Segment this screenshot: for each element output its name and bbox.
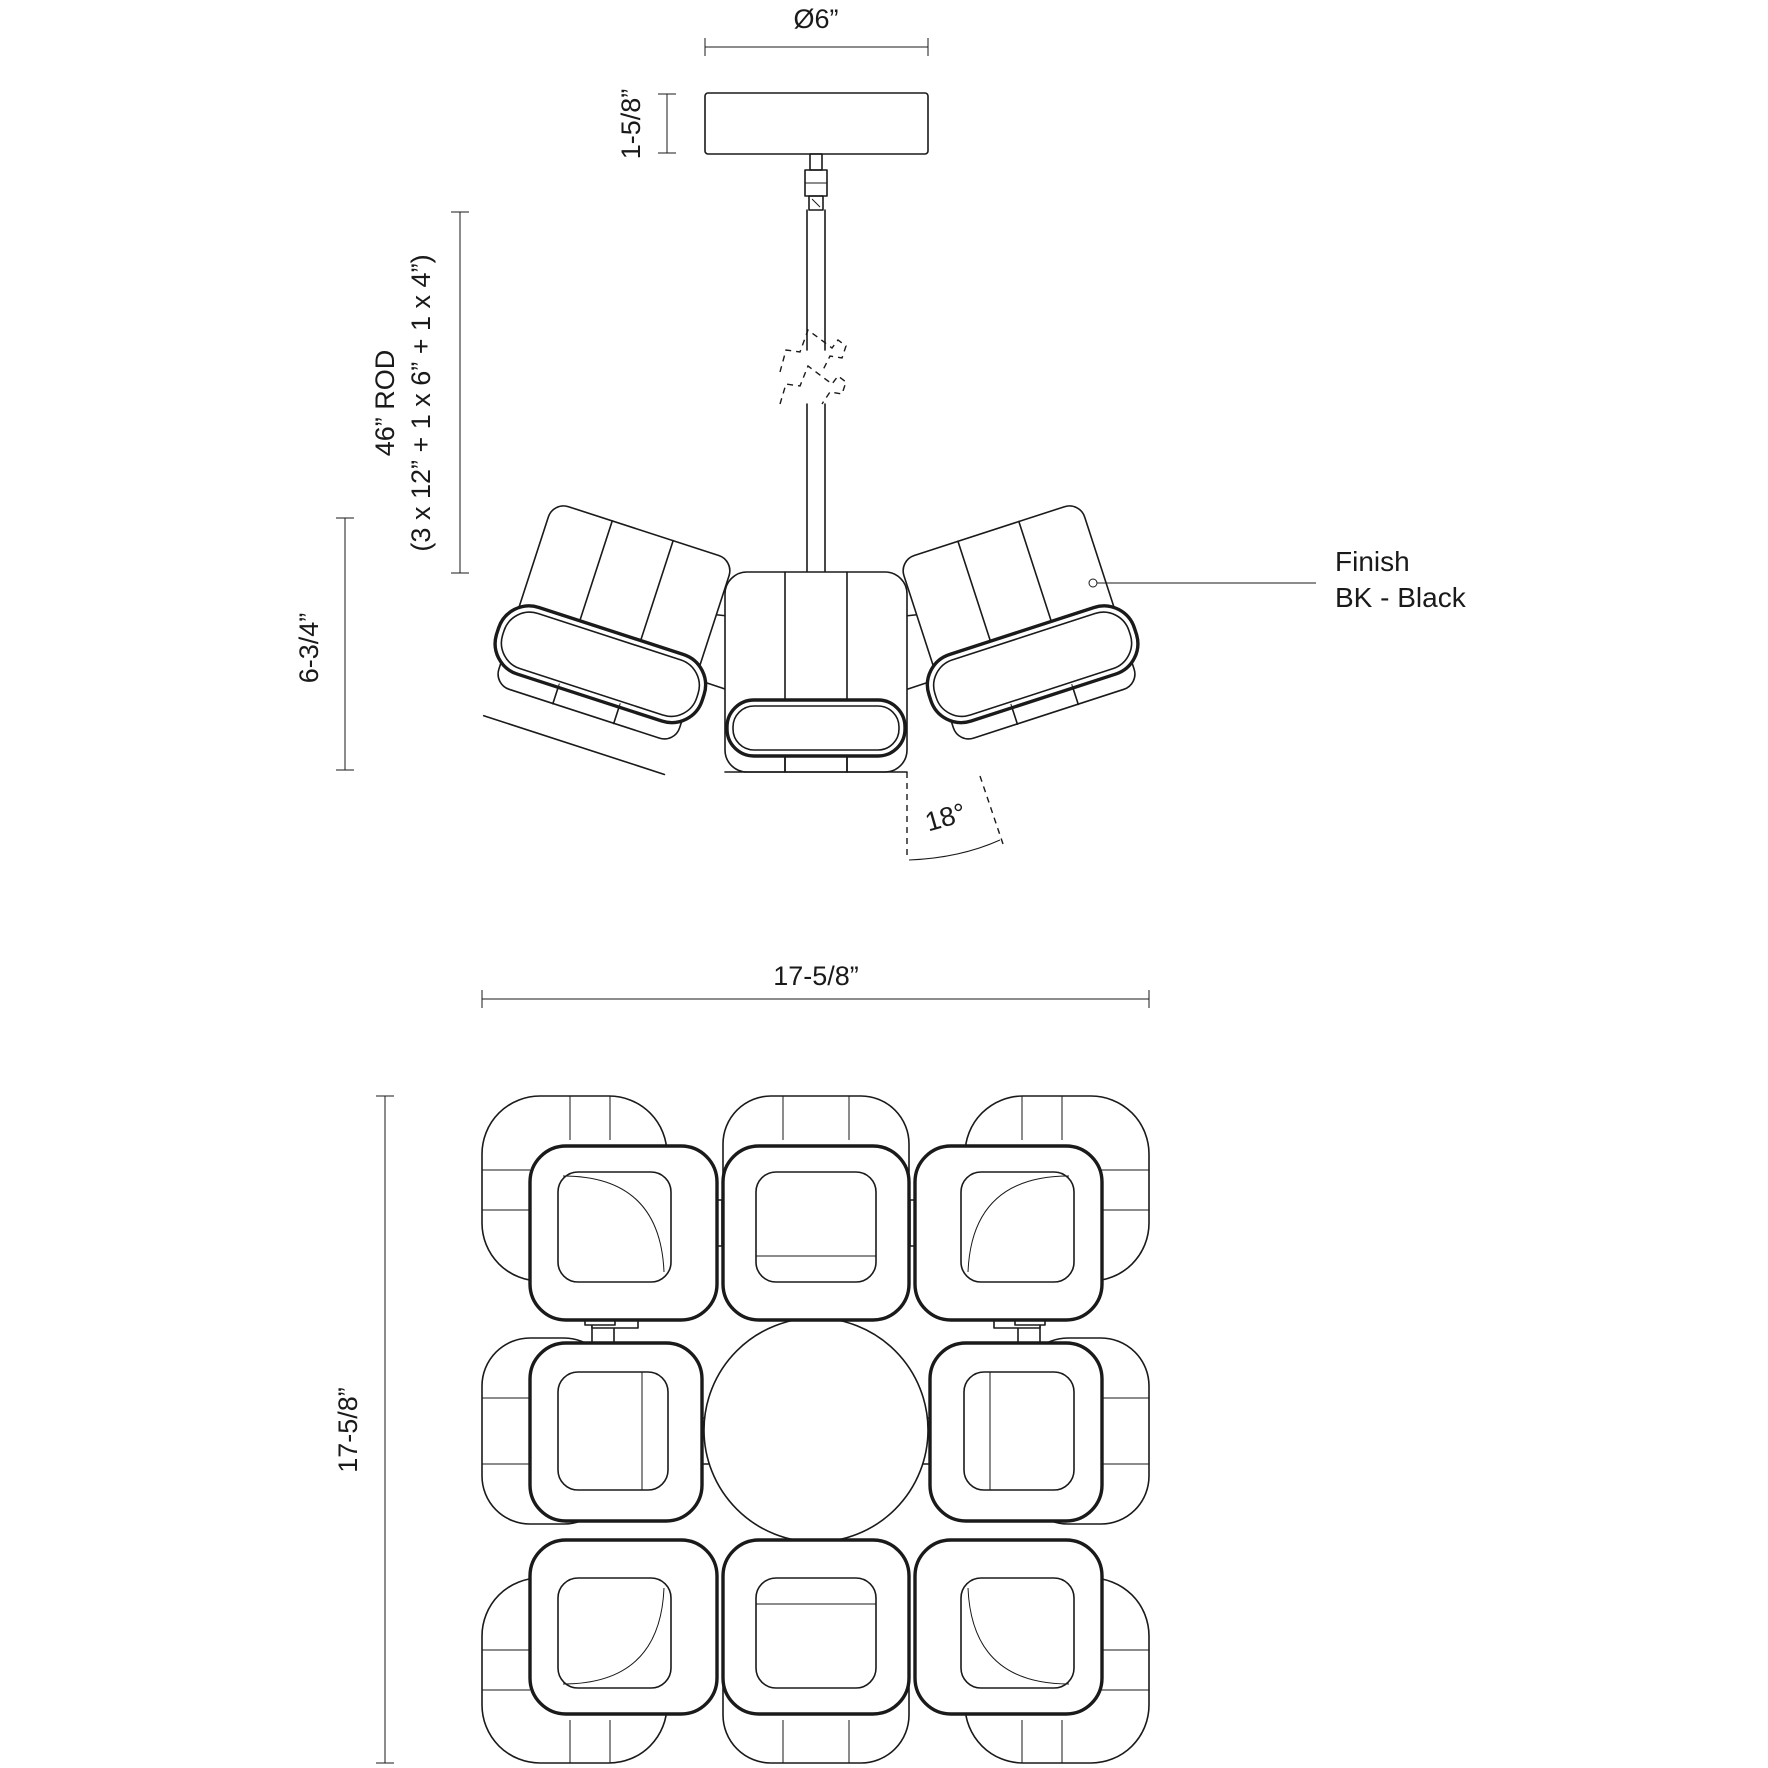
shade-height-dimension: 6-3/4” xyxy=(294,517,354,771)
top-width-dimension: 17-5/8” xyxy=(481,961,1150,1008)
shade-top-center xyxy=(721,1095,911,1322)
shade-top-right xyxy=(913,1095,1150,1322)
canopy-diameter-label: Ø6” xyxy=(793,4,838,34)
tilt-angle-label: 18° xyxy=(922,797,970,837)
finish-value: BK - Black xyxy=(1335,582,1467,613)
rod-dimension: 46” ROD (3 x 12” + 1 x 6” + 1 x 4”) xyxy=(370,211,469,574)
rod-breakdown-label: (3 x 12” + 1 x 6” + 1 x 4”) xyxy=(406,254,436,551)
finish-label: Finish xyxy=(1335,546,1410,577)
rod xyxy=(779,209,847,581)
shade-height-label: 6-3/4” xyxy=(294,613,324,684)
rod-length-label: 46” ROD xyxy=(370,350,400,457)
elevation-view: Ø6” 1-5/8” xyxy=(294,4,1467,861)
shade-bottom-right xyxy=(913,1538,1150,1764)
canopy-diameter-dimension: Ø6” xyxy=(704,4,929,56)
canopy xyxy=(704,92,929,155)
top-view-canopy xyxy=(703,1317,929,1543)
canopy-height-label: 1-5/8” xyxy=(616,89,646,160)
top-depth-label: 17-5/8” xyxy=(333,1387,363,1473)
shade-middle-right xyxy=(928,1337,1150,1525)
top-depth-dimension: 17-5/8” xyxy=(333,1095,394,1764)
finish-callout: Finish BK - Black xyxy=(1088,546,1467,613)
tilt-angle-dimension: 18° xyxy=(906,772,1004,861)
shade-top-left xyxy=(481,1095,719,1322)
right-shade xyxy=(902,505,1140,740)
canopy-height-dimension: 1-5/8” xyxy=(616,89,676,160)
left-shade xyxy=(482,505,731,776)
top-view: 17-5/8” 17-5/8” xyxy=(333,961,1150,1764)
swivel-connector xyxy=(804,153,828,211)
top-width-label: 17-5/8” xyxy=(773,961,859,991)
shade-middle-left xyxy=(481,1337,704,1525)
shade-bottom-left xyxy=(481,1538,719,1764)
center-shade xyxy=(724,571,908,773)
shade-bottom-center xyxy=(721,1538,911,1764)
